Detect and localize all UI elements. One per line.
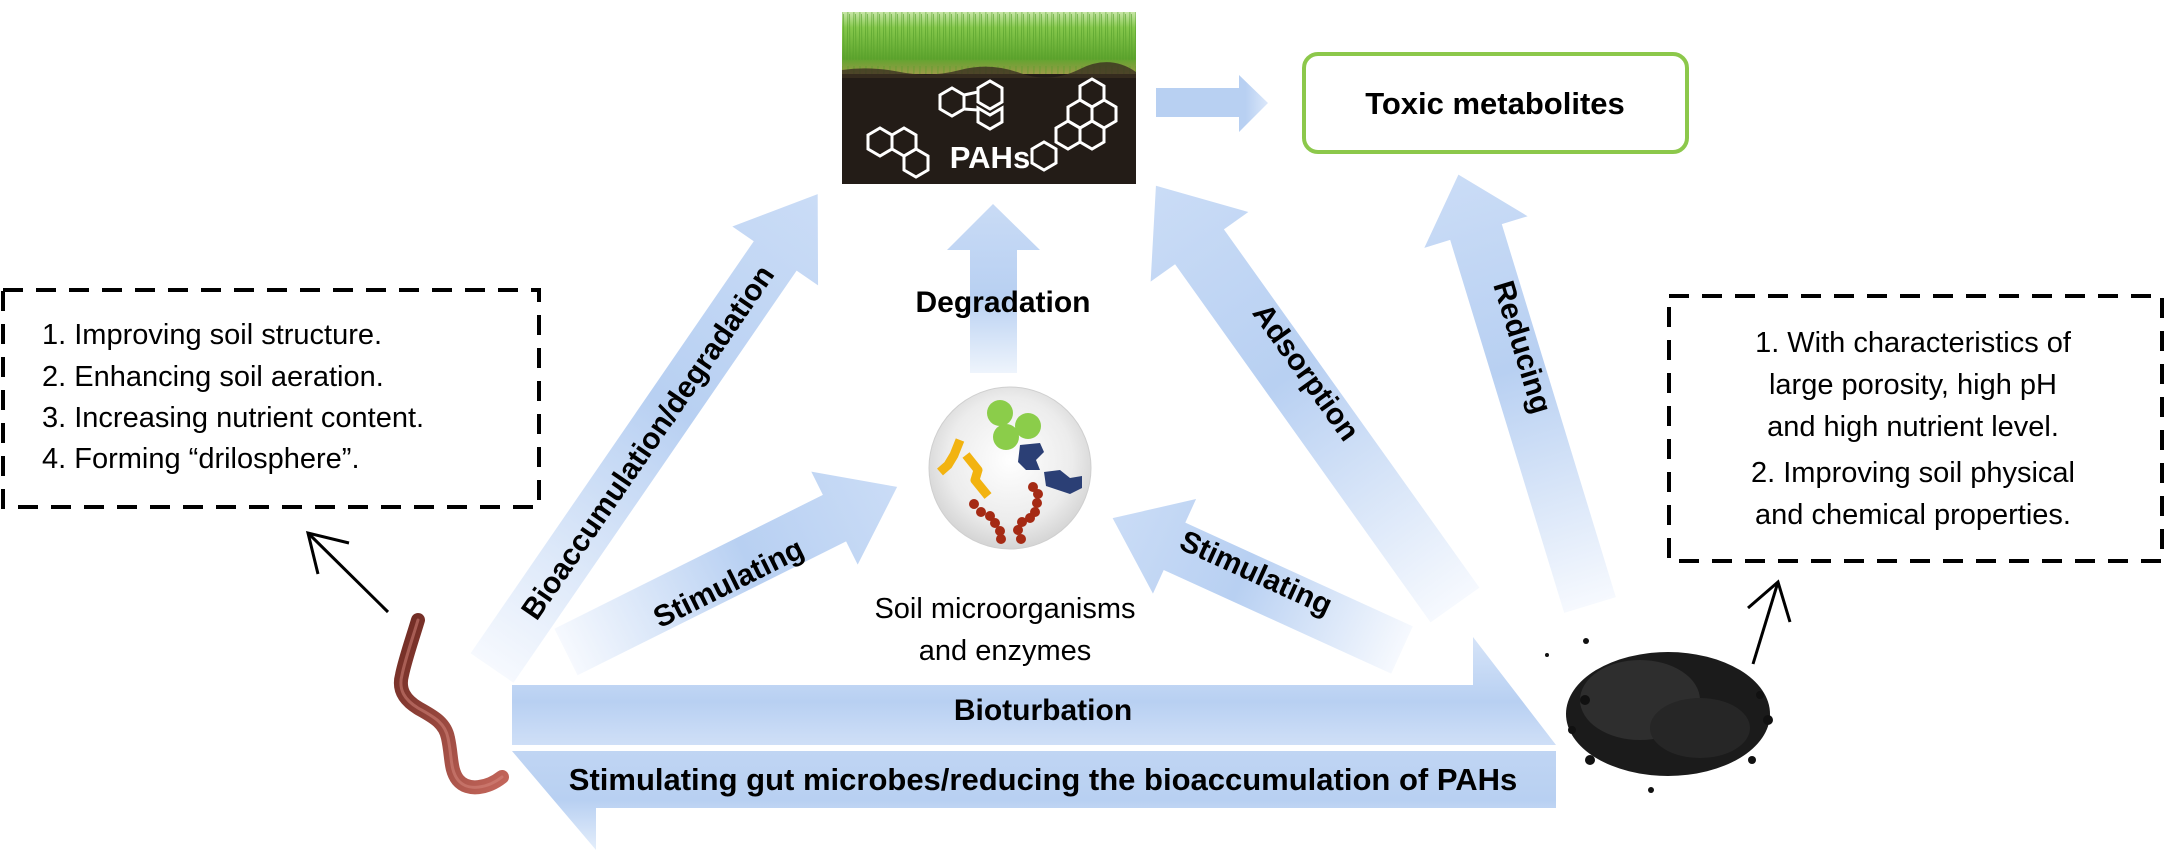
biochar-image bbox=[1545, 638, 1773, 793]
arrow-stimulating-worm bbox=[554, 471, 898, 676]
arrow-stimulating-biochar bbox=[1112, 499, 1413, 674]
enzyme-icon bbox=[987, 400, 1041, 450]
earthworm-pointer-arrow-icon bbox=[305, 530, 390, 614]
fungus-icon bbox=[1018, 443, 1082, 494]
pahs-label: PAHs bbox=[950, 140, 1030, 175]
earthworm-effect-item: 2. Enhancing soil aeration. bbox=[42, 361, 384, 393]
pah-molecule-icon bbox=[938, 79, 1004, 131]
arrow-adsorption bbox=[1150, 185, 1480, 623]
microorganisms-node bbox=[928, 386, 1092, 550]
pah-molecule-icon bbox=[1030, 77, 1118, 172]
arrow-degradation bbox=[947, 204, 1040, 373]
earthworm-effect-item: 1. Improving soil structure. bbox=[42, 319, 382, 351]
pahs-soil-image: PAHs bbox=[842, 12, 1136, 184]
microorganisms-label-line1: Soil microorganisms bbox=[874, 593, 1135, 625]
arrow-pahs-to-toxic-metabolites bbox=[1156, 75, 1268, 132]
biochar-property-line: 2. Improving soil physical bbox=[1751, 457, 2075, 489]
bioturbation-label: Bioturbation bbox=[954, 694, 1132, 727]
biochar-property-line: and chemical properties. bbox=[1755, 499, 2071, 531]
pah-molecule-icon bbox=[866, 126, 930, 179]
arrow-reducing bbox=[1424, 174, 1616, 613]
degradation-label: Degradation bbox=[915, 286, 1090, 319]
arrow-gut-microbes bbox=[512, 751, 1556, 850]
toxic-metabolites-label: Toxic metabolites bbox=[1365, 86, 1625, 121]
bacteria-rod-icon bbox=[937, 438, 992, 499]
earthworm-image bbox=[393, 613, 509, 795]
biochar-property-line: large porosity, high pH bbox=[1769, 369, 2057, 401]
arrow-bioturbation bbox=[512, 637, 1556, 745]
gut-microbes-label: Stimulating gut microbes/reducing the bi… bbox=[569, 762, 1517, 797]
arrow-bioaccumulation bbox=[470, 194, 819, 683]
biochar-pointer-arrow-icon bbox=[1747, 579, 1792, 665]
microorganisms-label-line2: and enzymes bbox=[919, 635, 1092, 667]
earthworm-effect-item: 3. Increasing nutrient content. bbox=[42, 402, 424, 434]
biochar-properties-box: 1. With characteristics of large porosit… bbox=[1667, 294, 2164, 563]
bacteria-chain-icon bbox=[969, 482, 1043, 544]
toxic-metabolites-node: Toxic metabolites bbox=[1302, 52, 1689, 154]
biochar-property-line: 1. With characteristics of bbox=[1755, 327, 2072, 359]
earthworm-effect-item: 4. Forming “drilosphere”. bbox=[42, 443, 360, 475]
earthworm-effects-box: 1. Improving soil structure. 2. Enhancin… bbox=[1, 288, 541, 509]
biochar-property-line: and high nutrient level. bbox=[1767, 411, 2059, 443]
